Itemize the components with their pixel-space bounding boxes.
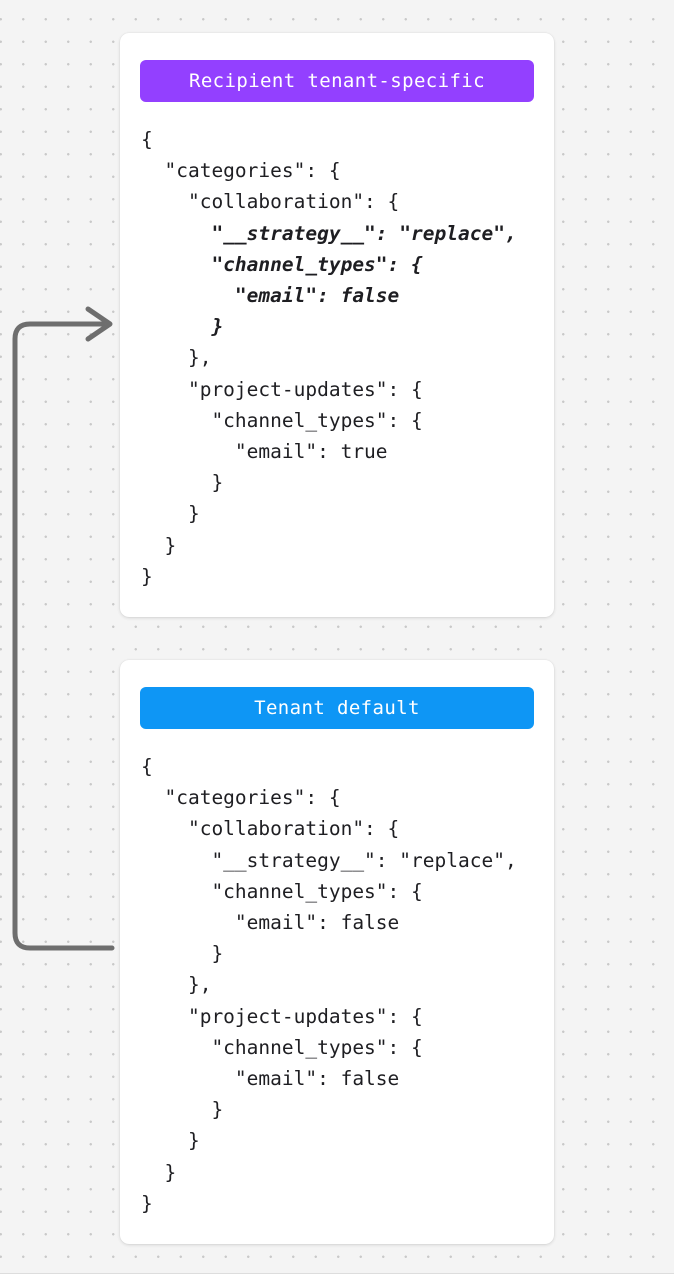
- code-line: "categories": {: [141, 159, 341, 183]
- code-line: "collaboration": {: [141, 190, 400, 214]
- loop-back-arrow-svg: [12, 306, 115, 951]
- code-line: "channel_types": {: [141, 879, 423, 903]
- arrow-head-icon: [85, 306, 113, 342]
- code-line: "project-updates": {: [141, 377, 423, 401]
- card-header-recipient: Recipient tenant-specific: [140, 60, 534, 102]
- code-line: }: [141, 471, 224, 495]
- code-line: "email": true: [141, 440, 388, 464]
- card-tenant-default: Tenant default { "categories": { "collab…: [120, 660, 554, 1245]
- loop-back-arrow: [0, 280, 130, 980]
- code-line: }: [141, 533, 177, 557]
- card-stack: Recipient tenant-specific { "categories"…: [120, 33, 554, 1245]
- code-line: "email": false: [141, 1067, 400, 1091]
- card-recipient-tenant-specific: Recipient tenant-specific { "categories"…: [120, 33, 554, 618]
- card-header-label: Tenant default: [254, 697, 420, 720]
- code-line: }: [141, 502, 200, 526]
- card-header-label: Recipient tenant-specific: [189, 70, 485, 92]
- code-block-recipient: { "categories": { "collaboration": { "__…: [140, 124, 534, 592]
- code-line: },: [141, 346, 212, 370]
- code-line: "channel_types": {: [141, 252, 423, 276]
- code-line: "categories": {: [141, 786, 341, 810]
- code-line: "channel_types": {: [141, 408, 423, 432]
- code-line: }: [141, 1098, 224, 1122]
- card-header-tenant: Tenant default: [140, 687, 534, 730]
- code-line: "project-updates": {: [141, 1004, 423, 1028]
- code-line: {: [141, 755, 153, 779]
- code-line: }: [141, 315, 224, 339]
- code-line: }: [141, 1129, 200, 1153]
- code-line: "collaboration": {: [141, 817, 400, 841]
- code-line: "channel_types": {: [141, 1035, 423, 1059]
- arrow-path: [12, 321, 115, 951]
- code-line: "email": false: [141, 911, 400, 935]
- code-line: }: [141, 564, 153, 588]
- code-line: {: [141, 128, 153, 151]
- code-line: },: [141, 973, 212, 997]
- code-line: }: [141, 1191, 153, 1215]
- code-line: "__strategy__": "replace",: [141, 221, 517, 245]
- code-line: }: [141, 1160, 177, 1184]
- code-line: "__strategy__": "replace",: [141, 848, 517, 872]
- code-line: }: [141, 942, 224, 966]
- code-line: "email": false: [141, 284, 400, 308]
- code-block-tenant-default: { "categories": { "collaboration": { "__…: [140, 751, 534, 1219]
